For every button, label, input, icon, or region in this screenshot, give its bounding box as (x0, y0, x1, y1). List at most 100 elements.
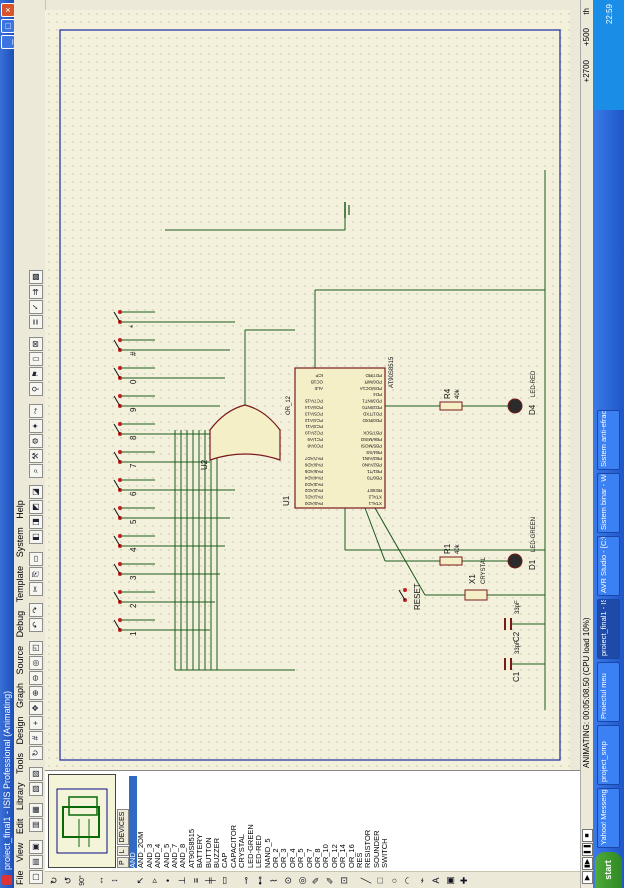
menu-system[interactable]: System (15, 527, 25, 558)
reset-lever[interactable] (398, 589, 406, 601)
step-button[interactable]: ▮▶ (582, 857, 593, 870)
marker-icon[interactable]: ✚ (459, 876, 469, 885)
print-area-icon[interactable]: ▨ (29, 767, 43, 781)
redraw-icon[interactable]: ↻ (29, 746, 43, 760)
pick-device-icon[interactable]: ⌕ (29, 464, 43, 478)
bus-icon[interactable]: ╪ (205, 877, 215, 884)
mirror-x-icon[interactable]: ↔ (95, 876, 105, 885)
block-copy-icon[interactable]: ◧ (29, 530, 43, 544)
switch-lever[interactable] (113, 535, 121, 547)
switch-contact[interactable] (118, 562, 122, 566)
taskbar-button[interactable]: AVR Studio - [C:\Do... (597, 536, 620, 596)
search-tag-icon[interactable]: ⚲ (29, 382, 43, 396)
menu-library[interactable]: Library (15, 782, 25, 811)
remove-sheet-icon[interactable]: ⊠ (29, 337, 43, 351)
zoom-out-icon[interactable]: ⊖ (29, 671, 43, 685)
grid-icon[interactable]: # (29, 731, 43, 745)
undo-icon[interactable]: ↶ (29, 618, 43, 632)
redo-icon[interactable]: ↷ (29, 603, 43, 617)
switch-contact[interactable] (118, 450, 122, 454)
device-list-item[interactable]: SWITCH (380, 838, 390, 868)
virtual-instrument-icon[interactable]: ⊡ (339, 876, 349, 885)
subcircuit-icon[interactable]: ▭ (219, 876, 229, 885)
crystal-x1[interactable] (464, 589, 488, 601)
resistor-r4[interactable] (439, 401, 463, 411)
switch-contact[interactable] (118, 478, 122, 482)
menu-tools[interactable]: Tools (15, 753, 25, 775)
resistor-r1[interactable] (439, 556, 463, 566)
overview-window[interactable] (48, 774, 116, 868)
rotate-cw-icon[interactable]: ↻ (49, 876, 59, 885)
pause-button[interactable]: ❚❚ (582, 843, 593, 856)
make-device-icon[interactable]: ⚒ (29, 449, 43, 463)
u2-or-gate[interactable] (209, 404, 281, 461)
bom-icon[interactable]: ≣ (29, 315, 43, 329)
new-sheet-icon[interactable]: ▯ (29, 352, 43, 366)
switch-lever[interactable] (113, 451, 121, 463)
package-tool-icon[interactable]: ⚙ (29, 434, 43, 448)
line-icon[interactable]: ╱ (361, 877, 371, 884)
graph-icon[interactable]: ⌇ (269, 878, 279, 883)
schematic-drawing[interactable]: U1AT90S8515XTAL1XTAL2RESETPB0/T0PB1/T1PB… (45, 10, 570, 770)
menu-help[interactable]: Help (15, 500, 25, 519)
zoom-area-icon[interactable]: ◰ (29, 641, 43, 655)
origin-icon[interactable]: + (29, 716, 43, 730)
export-icon[interactable]: ▦ (29, 803, 43, 817)
mirror-y-icon[interactable]: ↕ (109, 878, 119, 883)
block-delete-icon[interactable]: ◪ (29, 485, 43, 499)
switch-lever[interactable] (113, 311, 121, 323)
switch-lever[interactable] (113, 619, 121, 631)
generator-icon[interactable]: ◎ (297, 876, 307, 885)
reset-contact[interactable] (403, 588, 407, 592)
selection-mode-icon[interactable]: ↖ (135, 876, 145, 885)
taskbar-button[interactable]: Sistem anti-efractie... (597, 410, 620, 470)
import-icon[interactable]: ▥ (29, 818, 43, 832)
symbol-icon[interactable]: ▣ (445, 876, 455, 885)
zoom-in-icon[interactable]: ⊕ (29, 686, 43, 700)
cut-icon[interactable]: ✂ (29, 582, 43, 596)
block-move-icon[interactable]: ◨ (29, 515, 43, 529)
switch-contact[interactable] (118, 534, 122, 538)
switch-lever[interactable] (113, 395, 121, 407)
component-mode-icon[interactable]: ▹ (149, 878, 159, 883)
stop-button[interactable]: ■ (582, 829, 593, 842)
pan-icon[interactable]: ✥ (29, 701, 43, 715)
switch-lever[interactable] (113, 339, 121, 351)
led-green-d1[interactable] (507, 553, 523, 569)
decompose-icon[interactable]: ✦ (29, 419, 43, 433)
junction-dot-icon[interactable]: • (163, 878, 173, 883)
switch-lever[interactable] (113, 591, 121, 603)
box-icon[interactable]: □ (375, 877, 385, 884)
path-icon[interactable]: ⌁ (417, 877, 427, 884)
current-probe-icon[interactable]: ✐ (325, 876, 335, 885)
taskbar-button[interactable]: Yahoo! Messenger (597, 788, 620, 848)
start-button[interactable]: start (595, 852, 622, 888)
switch-contact[interactable] (118, 618, 122, 622)
save-icon[interactable]: ▣ (29, 840, 43, 854)
switch-contact[interactable] (118, 338, 122, 342)
menu-template[interactable]: Template (15, 565, 25, 603)
text-script-icon[interactable]: ≡ (191, 877, 201, 884)
pin-icon[interactable]: ⊷ (255, 876, 265, 885)
menu-graph[interactable]: Graph (15, 682, 25, 708)
menu-edit[interactable]: Edit (15, 818, 25, 835)
switch-contact[interactable] (118, 590, 122, 594)
terminal-icon[interactable]: ⊸ (241, 876, 251, 885)
print-icon[interactable]: ▧ (29, 782, 43, 796)
rotate-ccw-icon[interactable]: ↺ (63, 876, 73, 885)
led-red-d4[interactable] (507, 398, 523, 414)
circle-icon[interactable]: ○ (389, 877, 399, 884)
switch-lever[interactable] (113, 479, 121, 491)
zoom-all-icon[interactable]: ◎ (29, 656, 43, 670)
taskbar-button[interactable]: Sistem binar - Wiki... (597, 473, 620, 533)
minimize-button[interactable]: _ (1, 35, 15, 49)
switch-lever[interactable] (113, 367, 121, 379)
switch-contact[interactable] (118, 310, 122, 314)
switch-lever[interactable] (113, 507, 121, 519)
erc-icon[interactable]: ✓ (29, 300, 43, 314)
switch-lever[interactable] (113, 423, 121, 435)
menu-view[interactable]: View (15, 842, 25, 862)
voltage-probe-icon[interactable]: ✎ (311, 876, 321, 885)
